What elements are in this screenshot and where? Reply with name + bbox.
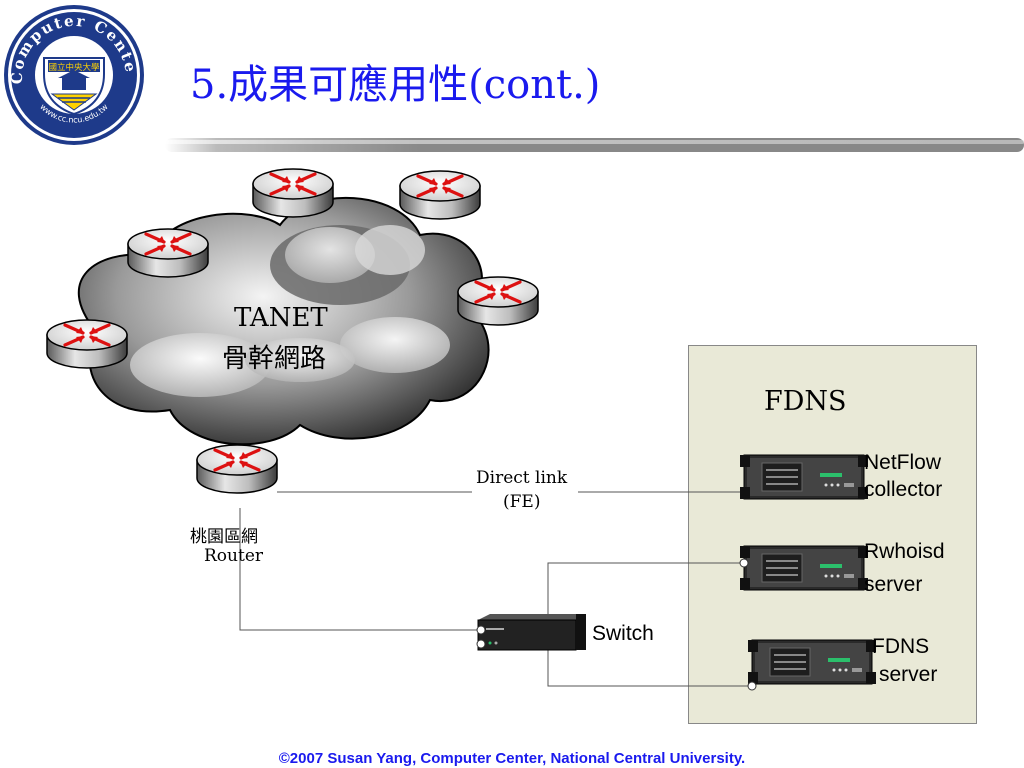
router-icon	[126, 227, 210, 279]
rwhoisd-label-line1: Rwhoisd	[864, 540, 945, 563]
router-label-line1: 桃園區網	[190, 527, 258, 547]
router-switch-line	[239, 508, 480, 631]
slide-footer: ©2007 Susan Yang, Computer Center, Natio…	[278, 750, 746, 767]
switch-fdns-line	[547, 650, 752, 687]
router-icon	[251, 167, 335, 219]
link-label-line2: (FE)	[503, 492, 541, 512]
title-divider	[165, 138, 1024, 152]
netflow-server-icon	[739, 454, 869, 500]
rwhoisd-label-line2: server	[864, 573, 923, 596]
fdns-server-label-line1: FDNS	[872, 635, 930, 658]
netflow-label-line1: NetFlow	[864, 451, 942, 474]
cloud-label-line1: TANET	[234, 303, 328, 333]
router-icon	[45, 318, 129, 370]
router-icon	[456, 275, 540, 327]
switch-rwhoisd-line	[547, 562, 744, 618]
fdns-server-icon	[747, 639, 877, 685]
edge-router-icon	[195, 443, 279, 495]
link-label-line1: Direct link	[476, 468, 568, 488]
slide-title: 5.成果可應用性(cont.)	[190, 62, 601, 108]
cloud-label-line2: 骨幹網路	[222, 344, 327, 374]
connection-lines	[239, 491, 752, 687]
netflow-label-line2: collector	[864, 478, 943, 501]
tanet-cloud	[77, 196, 490, 446]
switch-icon	[476, 614, 586, 651]
rwhoisd-server-icon	[739, 545, 869, 591]
computer-center-logo: Computer Center www.cc.ncu.edu.tw 國立中央大學	[0, 0, 144, 145]
switch-label: Switch	[592, 622, 654, 645]
logo-seal-text: 國立中央大學	[48, 62, 100, 73]
fdns-group-label: FDNS	[764, 386, 847, 417]
router-label-line2: Router	[204, 546, 264, 566]
router-icon	[398, 169, 482, 221]
fdns-server-label-line2: server	[879, 663, 938, 686]
